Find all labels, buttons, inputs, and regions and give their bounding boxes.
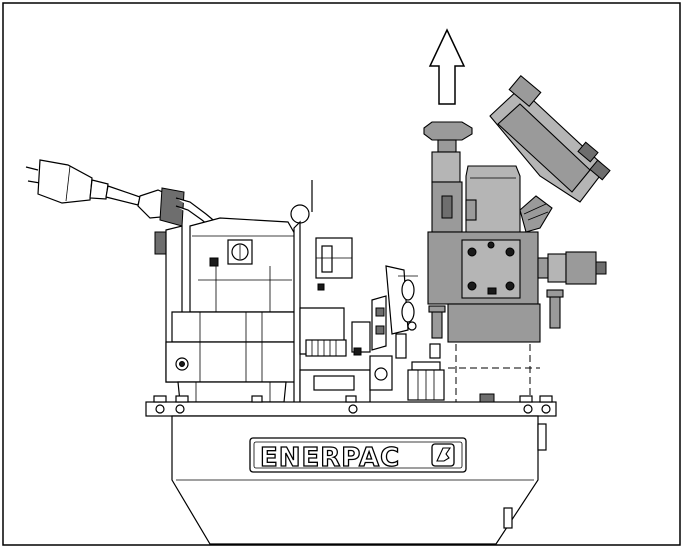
- reservoir-tank: [171, 415, 547, 545]
- brand-logo-text: ENERPAC: [260, 443, 400, 473]
- alignment-lines: [448, 344, 540, 402]
- control-bracket: [290, 180, 418, 405]
- removal-direction-arrow: [428, 28, 466, 105]
- power-plug-cord: [25, 159, 227, 255]
- motor-enclosure: [165, 217, 299, 403]
- brand-logo: ENERPAC: [249, 437, 467, 474]
- valve-manifold-assembly: [423, 74, 611, 343]
- reservoir-top-plate: [145, 393, 557, 417]
- breather-fitting: [407, 343, 445, 401]
